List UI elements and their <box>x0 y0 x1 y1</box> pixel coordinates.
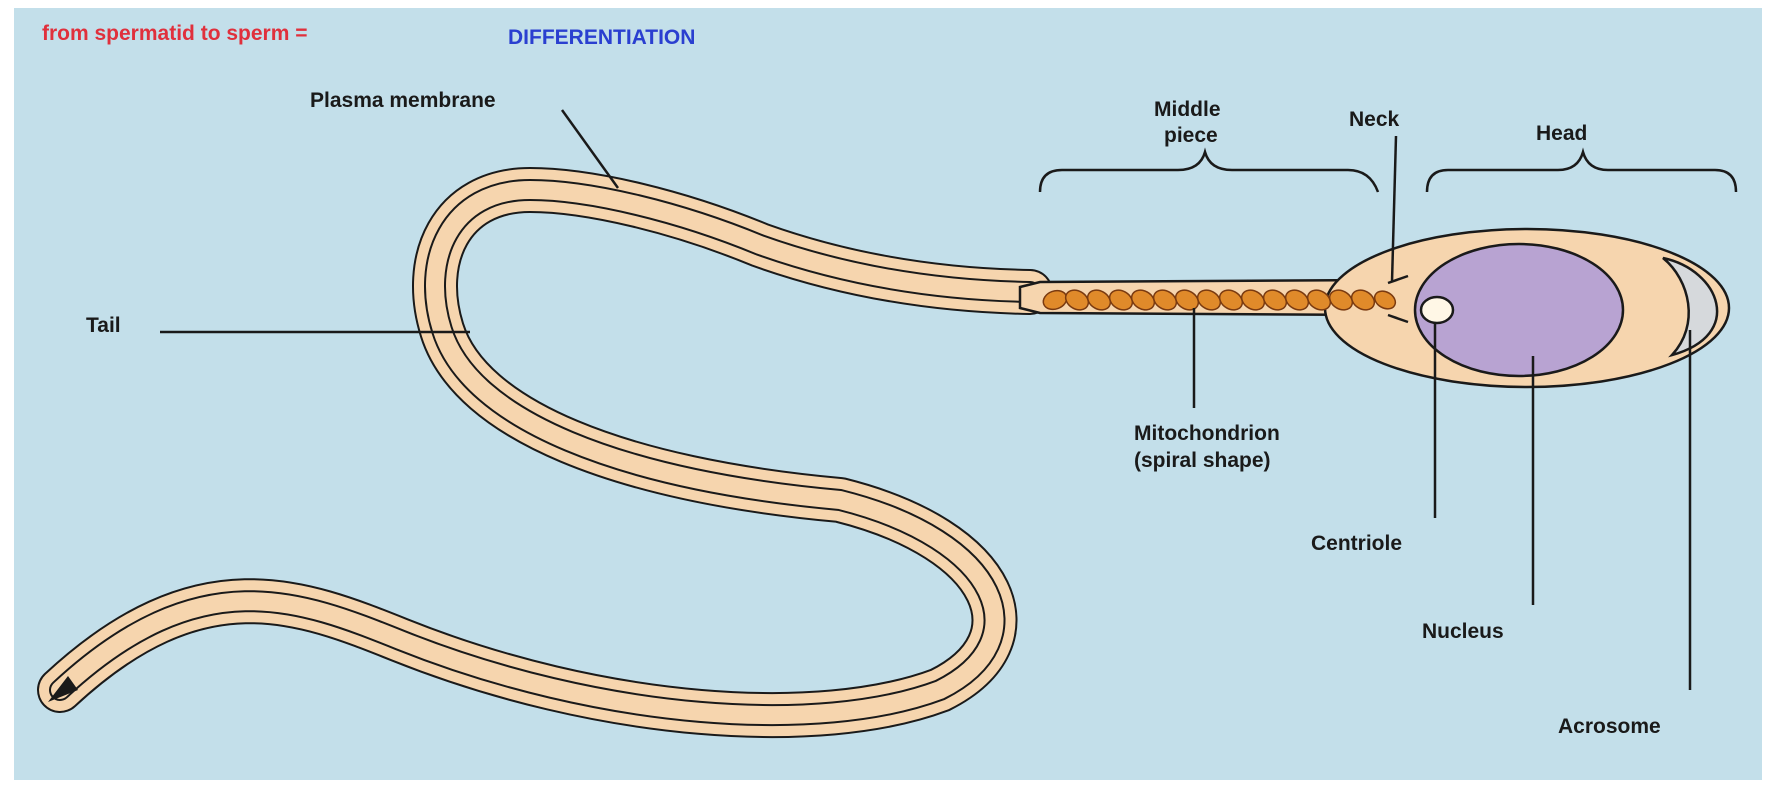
label-nucleus: Nucleus <box>1422 620 1504 643</box>
label-acrosome: Acrosome <box>1558 715 1661 738</box>
label-middle-piece-line2: piece <box>1164 124 1218 147</box>
label-tail: Tail <box>86 314 121 337</box>
title-term: DIFFERENTIATION <box>508 26 695 49</box>
head-bracket <box>1427 152 1736 192</box>
label-mitochondrion-line1: Mitochondrion <box>1134 422 1280 445</box>
label-plasma-membrane: Plasma membrane <box>310 89 496 112</box>
label-neck: Neck <box>1349 108 1400 131</box>
label-head: Head <box>1536 122 1587 145</box>
label-centriole: Centriole <box>1311 532 1402 555</box>
title-prefix: from spermatid to sperm = <box>42 22 307 45</box>
centriole <box>1421 297 1453 323</box>
label-middle-piece-line1: Middle <box>1154 98 1221 121</box>
middle-piece-bracket <box>1040 152 1378 192</box>
label-mitochondrion-line2: (spiral shape) <box>1134 449 1271 472</box>
